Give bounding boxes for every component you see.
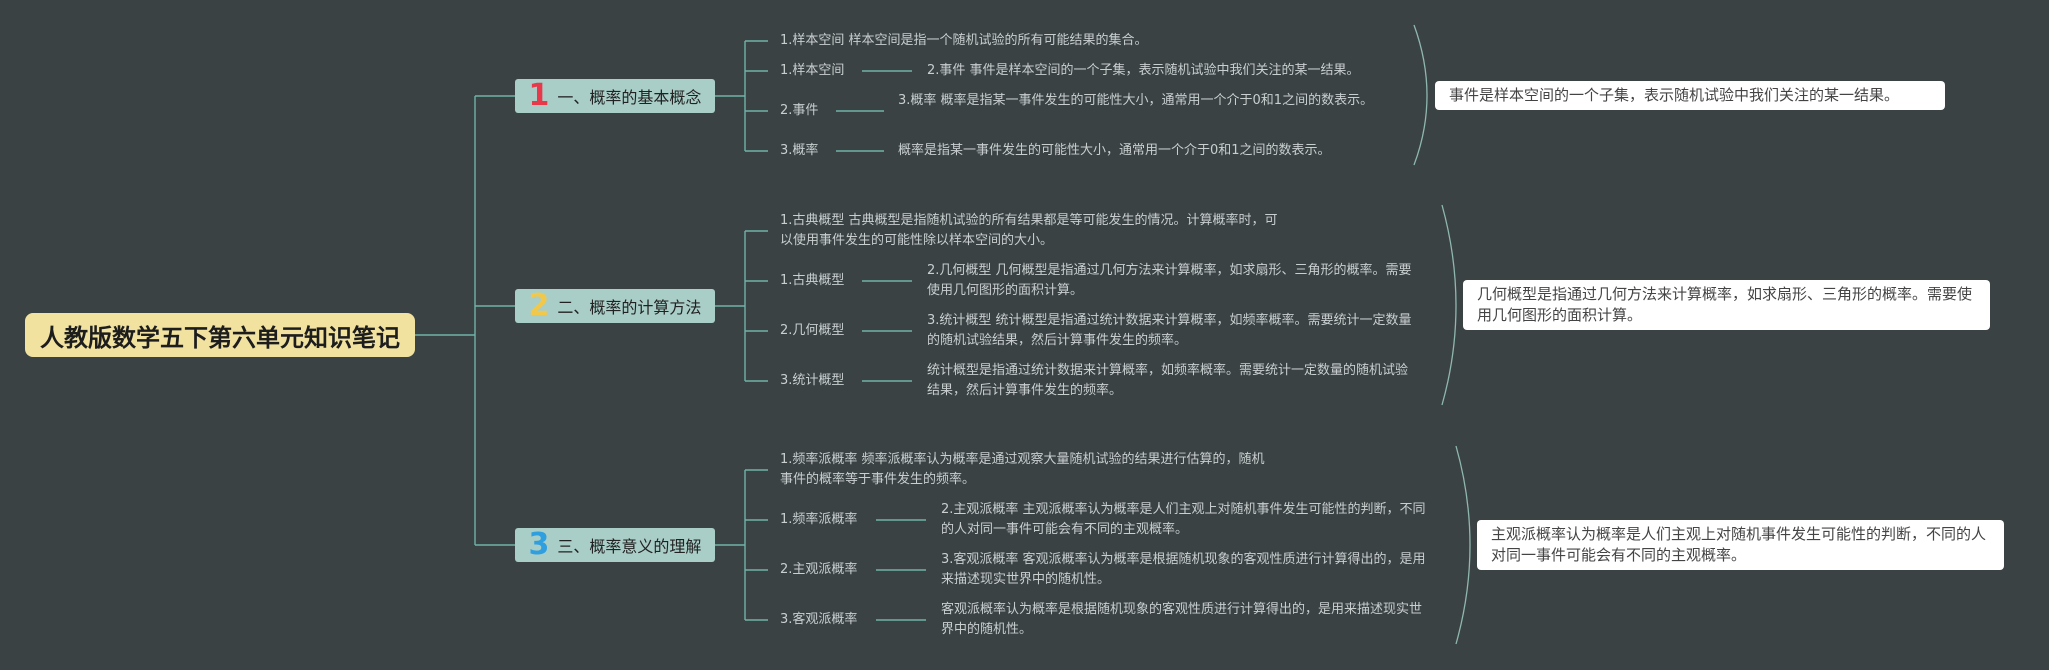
branch-3-row-2-label: 2.主观派概率 [780,562,858,577]
branch-number-3: 3 [528,527,550,562]
branch-node-2[interactable]: 2 二、概率的计算方法 [515,289,715,323]
branch-1-row-2-text: 3.概率 概率是指某一事件发生的可能性大小，通常用一个介于0和1之间的数表示。 [898,93,1374,108]
branch-1-row-3-text: 概率是指某一事件发生的可能性大小，通常用一个介于0和1之间的数表示。 [898,143,1331,158]
branch-3-row-1-text: 2.主观派概率 主观派概率认为概率是人们主观上对随机事件发生可能性的判断，不同的… [941,502,1426,537]
branch-2-row-3-text: 统计概型是指通过统计数据来计算概率，如频率概率。需要统计一定数量的随机试验结果，… [927,363,1409,398]
root-node[interactable]: 人教版数学五下第六单元知识笔记 [25,313,415,357]
branch-3-row-3-label: 3.客观派概率 [780,612,858,627]
branch-label-2: 二、概率的计算方法 [557,298,702,317]
summary-card-2-text: 几何概型是指通过几何方法来计算概率，如求扇形、三角形的概率。需要使用几何图形的面… [1477,285,1973,324]
branch-2-row-3-label: 3.统计概型 [780,373,845,388]
root-title: 人教版数学五下第六单元知识笔记 [40,323,400,352]
branch-1-row-2-label: 2.事件 [780,103,819,118]
branch-label-1: 一、概率的基本概念 [557,88,702,107]
branch-3-row-1-label: 1.频率派概率 [780,512,858,527]
branch-3-top-note: 1.频率派概率 频率派概率认为概率是通过观察大量随机试验的结果进行估算的，随机事… [780,452,1265,487]
branch-2-top-note: 1.古典概型 古典概型是指随机试验的所有结果都是等可能发生的情况。计算概率时，可… [780,213,1278,248]
branch-2-row-2-text: 3.统计概型 统计概型是指通过统计数据来计算概率，如频率概率。需要统计一定数量的… [927,313,1412,348]
branch-3-row-3-text: 客观派概率认为概率是根据随机现象的客观性质进行计算得出的，是用来描述现实世界中的… [941,602,1423,637]
summary-card-1[interactable]: 事件是样本空间的一个子集，表示随机试验中我们关注的某一结果。 [1435,81,1945,110]
branch-1-row-1-text: 2.事件 事件是样本空间的一个子集，表示随机试验中我们关注的某一结果。 [927,63,1360,78]
branch-2-row-2-label: 2.几何概型 [780,323,845,338]
summary-card-3-text: 主观派概率认为概率是人们主观上对随机事件发生可能性的判断，不同的人对同一事件可能… [1491,525,1987,564]
summary-card-3[interactable]: 主观派概率认为概率是人们主观上对随机事件发生可能性的判断，不同的人对同一事件可能… [1477,520,2004,570]
branch-1-row-3-label: 3.概率 [780,143,819,158]
branch-number-1: 1 [528,78,550,113]
branch-node-3[interactable]: 3 三、概率意义的理解 [515,528,715,562]
branch-2-row-1-text: 2.几何概型 几何概型是指通过几何方法来计算概率，如求扇形、三角形的概率。需要使… [927,263,1412,298]
branch-1-row-1-label: 1.样本空间 [780,63,845,78]
summary-card-2[interactable]: 几何概型是指通过几何方法来计算概率，如求扇形、三角形的概率。需要使用几何图形的面… [1463,280,1990,330]
summary-card-1-text: 事件是样本空间的一个子集，表示随机试验中我们关注的某一结果。 [1449,86,1900,104]
branch-label-3: 三、概率意义的理解 [557,537,702,556]
branch-node-1[interactable]: 1 一、概率的基本概念 [515,79,715,113]
branch-3-row-2-text: 3.客观派概率 客观派概率认为概率是根据随机现象的客观性质进行计算得出的，是用来… [941,552,1426,587]
branch-2-row-1-label: 1.古典概型 [780,273,845,288]
branch-1-top-note: 1.样本空间 样本空间是指一个随机试验的所有可能结果的集合。 [780,33,1148,48]
branch-number-2: 2 [528,288,550,323]
